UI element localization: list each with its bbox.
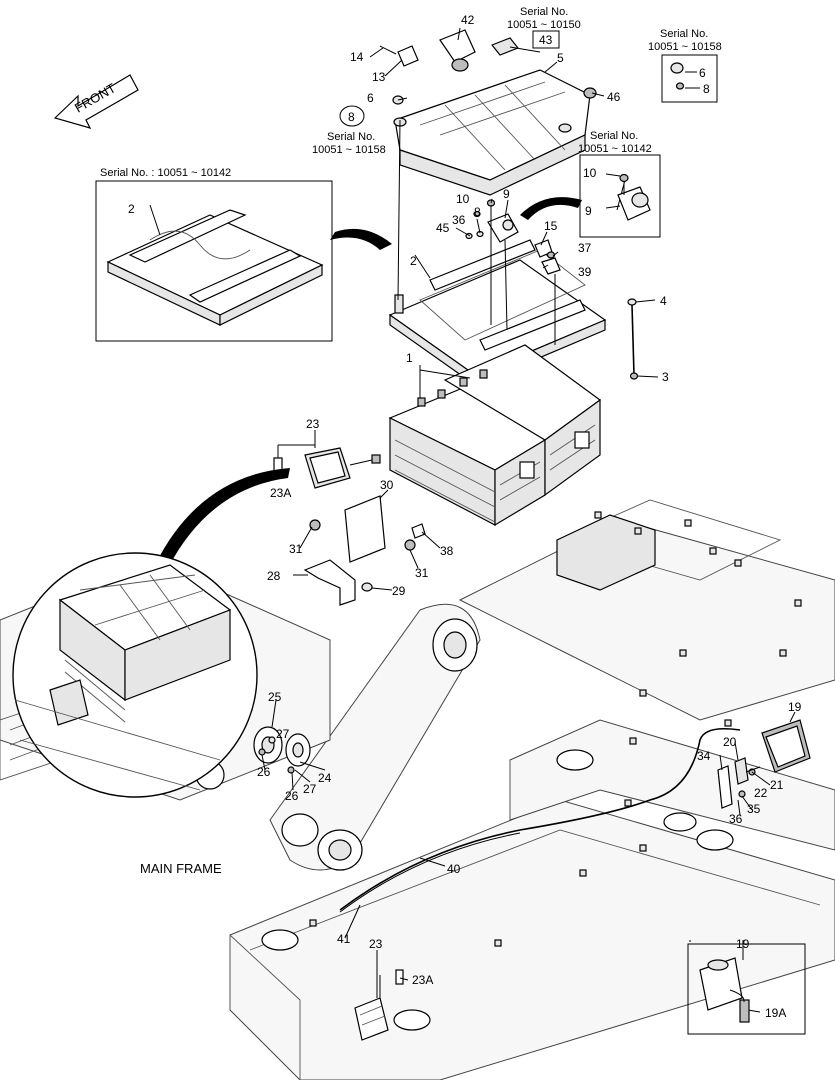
callout-10-inset: 10	[583, 166, 597, 180]
callout-41: 41	[337, 932, 351, 946]
serial-top-range: 10051 ~ 10150	[507, 19, 581, 31]
lower-work-light	[354, 969, 404, 1041]
callout-39: 39	[578, 265, 592, 279]
callout-27-top: 27	[276, 727, 290, 741]
callout-9-inset: 9	[585, 204, 592, 218]
callout-15: 15	[544, 219, 558, 233]
callout-40: 40	[447, 862, 461, 876]
callout-19A: 19A	[765, 1006, 786, 1020]
callout-37: 37	[578, 241, 592, 255]
serial-box-label: Serial No. : 10051 ~ 10142	[100, 167, 231, 179]
main-frame-label: MAIN FRAME	[140, 861, 222, 876]
callout-numbers: 42 43 5 14 13 6 8 46 6 8 10 9 10 9 8 36 …	[128, 13, 802, 1020]
callout-26-top: 26	[257, 765, 271, 779]
serial-mid-title: Serial No.	[327, 131, 375, 143]
washer-tank	[717, 719, 811, 809]
callout-8: 8	[474, 205, 481, 219]
callout-36-top: 36	[452, 213, 466, 227]
callout-28: 28	[267, 569, 281, 583]
callout-31-right: 31	[415, 566, 429, 580]
batteries	[388, 344, 602, 527]
callout-10: 10	[456, 192, 470, 206]
horns	[253, 726, 311, 774]
callout-43-box	[532, 30, 560, 49]
callout-26-bottom: 26	[285, 789, 299, 803]
serial-right-title: Serial No.	[660, 28, 708, 40]
serial-relay-title: Serial No.	[590, 130, 638, 142]
callout-34: 34	[697, 749, 711, 763]
leader-lines	[261, 27, 796, 1013]
callout-42: 42	[461, 13, 475, 27]
callout-2-inset: 2	[128, 202, 135, 216]
callout-23A-bottom: 23A	[412, 973, 433, 987]
serial-right-range: 10051 ~ 10158	[648, 41, 722, 53]
callout-14: 14	[350, 50, 364, 64]
callout-3: 3	[662, 370, 669, 384]
callout-46: 46	[607, 90, 621, 104]
battery-cover	[393, 69, 591, 196]
callout-23-top: 23	[306, 417, 320, 431]
front-arrow: FRONT	[53, 74, 139, 129]
callout-6-top: 6	[367, 91, 374, 105]
inset-knob	[661, 54, 718, 103]
callout-20: 20	[723, 735, 737, 749]
callout-25: 25	[268, 690, 282, 704]
callout-45: 45	[436, 221, 450, 235]
callout-5: 5	[557, 51, 564, 65]
inset-relay	[579, 154, 661, 238]
callout-35: 35	[747, 802, 761, 816]
inset-washer	[687, 943, 806, 1035]
inset-box-bracket	[95, 180, 333, 342]
callout-19: 19	[788, 700, 802, 714]
callout-21: 21	[770, 778, 784, 792]
callout-8-circle	[339, 105, 365, 127]
callout-13: 13	[372, 70, 386, 84]
callout-4: 4	[660, 294, 667, 308]
callout-30: 30	[380, 478, 394, 492]
serial-labels: Serial No. 10051 ~ 10150 Serial No. 1005…	[100, 6, 722, 179]
callout-36: 36	[729, 812, 743, 826]
small-parts-top	[379, 29, 597, 275]
callout-38: 38	[440, 544, 454, 558]
serial-relay-range: 10051 ~ 10142	[578, 143, 652, 155]
callout-6-inset: 6	[699, 66, 706, 80]
callout-31-left: 31	[289, 542, 303, 556]
callout-24: 24	[318, 771, 332, 785]
callout-2: 2	[410, 254, 417, 268]
serial-mid-range: 10051 ~ 10158	[312, 144, 386, 156]
callout-23A-top: 23A	[270, 486, 291, 500]
callout-8-top: 8	[348, 110, 355, 124]
inset-circle	[12, 552, 258, 798]
callout-1: 1	[406, 351, 413, 365]
callout-27-bottom: 27	[303, 782, 317, 796]
callout-22: 22	[754, 786, 768, 800]
callout-8-inset: 8	[703, 82, 710, 96]
work-light-assembly	[273, 445, 426, 606]
callout-9: 9	[503, 187, 510, 201]
callout-43: 43	[539, 33, 553, 47]
callout-29: 29	[392, 584, 406, 598]
callout-23-bottom: 23	[369, 937, 383, 951]
callout-19-inset: 19	[736, 937, 750, 951]
tie-rod	[627, 298, 639, 380]
serial-top-title: Serial No.	[520, 6, 568, 18]
